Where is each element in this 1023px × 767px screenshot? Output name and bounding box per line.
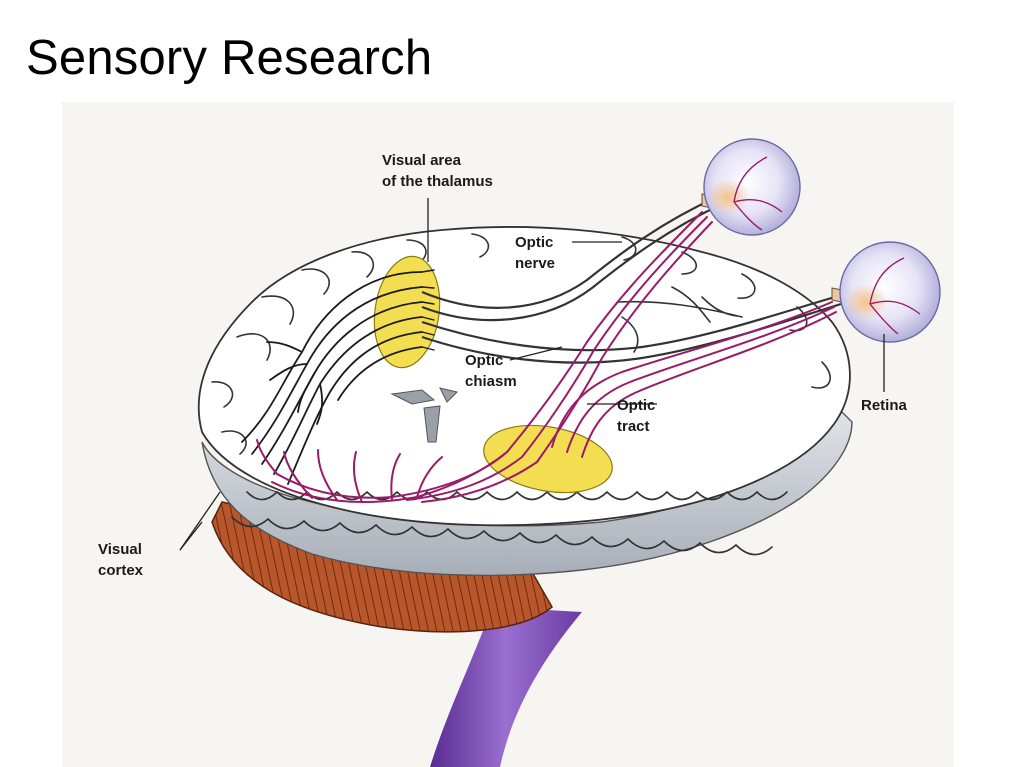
label-leader-lines	[179, 198, 885, 551]
label-optic-nerve-line1: Optic	[515, 234, 553, 251]
slide-title: Sensory Research	[26, 31, 433, 85]
brain-cut-surface	[197, 226, 851, 527]
brain-illustration: Visual area of the thalamus Optic nerve …	[62, 102, 954, 767]
label-thalamus-line1: Visual area	[382, 152, 462, 169]
label-optic-chiasm-line2: chiasm	[465, 373, 517, 390]
label-retina: Retina	[861, 397, 908, 414]
ventricle-left	[390, 389, 436, 405]
optic-tract-fibers	[256, 211, 837, 503]
label-thalamus-line2: of the thalamus	[382, 173, 493, 190]
label-visual-cortex-line2: cortex	[98, 562, 144, 579]
ventricle-center	[423, 405, 441, 443]
brainstem	[430, 607, 582, 767]
visual-pathway-diagram: Visual area of the thalamus Optic nerve …	[62, 102, 954, 767]
label-visual-cortex-line1: Visual	[98, 541, 142, 558]
thalamic-radiations	[241, 269, 435, 485]
ventricle-right	[439, 387, 458, 403]
left-eyeball	[703, 138, 801, 236]
right-eyeball	[839, 241, 941, 343]
label-optic-nerve-line2: nerve	[515, 255, 555, 272]
label-optic-chiasm-line1: Optic	[465, 352, 503, 369]
label-optic-tract-line2: tract	[617, 418, 650, 435]
label-optic-tract-line1: Optic	[617, 397, 655, 414]
